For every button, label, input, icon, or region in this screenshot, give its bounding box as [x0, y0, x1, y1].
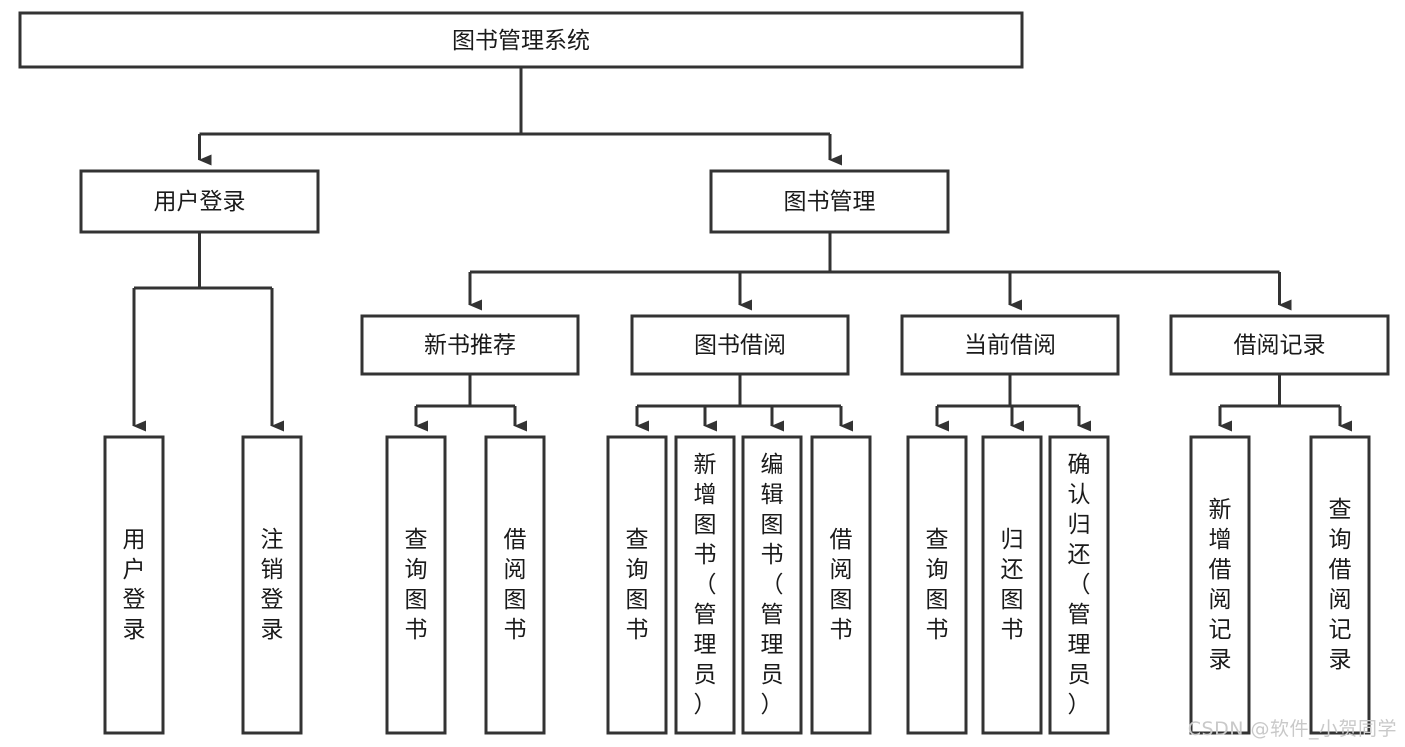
node-borrow-record-label: 借阅记录: [1234, 333, 1326, 359]
connector-layer: [132, 67, 1352, 432]
node-book-management-box[interactable]: [709, 169, 950, 234]
leaf-node[interactable]: 注销登录: [241, 435, 303, 735]
leaf-node-box[interactable]: [1189, 435, 1251, 735]
leaf-node-label: 借阅图书: [830, 527, 853, 643]
leaf-node[interactable]: 归还图书: [981, 435, 1043, 735]
leaf-node-label: 新增借阅记录: [1209, 497, 1232, 673]
leaf-node-box[interactable]: [741, 435, 803, 735]
node-user-login[interactable]: 用户登录: [79, 169, 320, 234]
node-book-borrow-label: 图书借阅: [694, 333, 786, 359]
leaf-node-label: 编辑图书（管理员）: [761, 452, 784, 718]
node-current-borrow-label: 当前借阅: [964, 333, 1056, 359]
node-book-borrow[interactable]: 图书借阅: [630, 314, 850, 376]
leaf-node-label: 借阅图书: [504, 527, 527, 643]
leaf-node[interactable]: 新增图书（管理员）: [674, 435, 736, 735]
leaf-node[interactable]: 查询图书: [606, 435, 668, 735]
leaf-node[interactable]: 新增借阅记录: [1189, 435, 1251, 735]
leaf-node-label: 查询借阅记录: [1329, 497, 1352, 673]
leaf-node-label: 确认归还（管理员）: [1068, 452, 1091, 718]
node-user-login-box[interactable]: [79, 169, 320, 234]
node-book-borrow-box[interactable]: [630, 314, 850, 376]
leaf-node-box[interactable]: [981, 435, 1043, 735]
leaf-node[interactable]: 查询借阅记录: [1309, 435, 1371, 735]
node-root[interactable]: 图书管理系统: [18, 11, 1024, 69]
leaf-node[interactable]: 查询图书: [906, 435, 968, 735]
leaf-node-label: 用户登录: [123, 527, 146, 643]
leaf-node[interactable]: 确认归还（管理员）: [1048, 435, 1110, 735]
leaf-node[interactable]: 借阅图书: [484, 435, 546, 735]
leaf-node-box[interactable]: [1048, 435, 1110, 735]
node-new-book-recommend[interactable]: 新书推荐: [360, 314, 580, 376]
node-book-management[interactable]: 图书管理: [709, 169, 950, 234]
node-new-book-recommend-box[interactable]: [360, 314, 580, 376]
node-current-borrow-box[interactable]: [900, 314, 1120, 376]
leaf-node-box[interactable]: [484, 435, 546, 735]
leaf-node-label: 查询图书: [405, 527, 428, 643]
leaf-node[interactable]: 用户登录: [103, 435, 165, 735]
node-root-label: 图书管理系统: [452, 28, 590, 54]
node-borrow-record-box[interactable]: [1169, 314, 1390, 376]
leaf-node-label: 查询图书: [926, 527, 949, 643]
leaf-node-box[interactable]: [103, 435, 165, 735]
leaf-node-box[interactable]: [906, 435, 968, 735]
leaf-node-box[interactable]: [241, 435, 303, 735]
leaf-node-box[interactable]: [810, 435, 872, 735]
node-user-login-label: 用户登录: [154, 189, 246, 215]
leaf-node[interactable]: 查询图书: [385, 435, 447, 735]
leaf-node-box[interactable]: [1309, 435, 1371, 735]
csdn-watermark: CSDN @软件_小贺同学: [1187, 718, 1397, 740]
leaf-node-box[interactable]: [606, 435, 668, 735]
leaf-node-box[interactable]: [385, 435, 447, 735]
leaf-node[interactable]: 编辑图书（管理员）: [741, 435, 803, 735]
node-new-book-recommend-label: 新书推荐: [424, 333, 516, 359]
leaf-node-label: 注销登录: [261, 527, 284, 643]
node-borrow-record[interactable]: 借阅记录: [1169, 314, 1390, 376]
node-book-management-label: 图书管理: [784, 189, 876, 215]
node-root-box[interactable]: [18, 11, 1024, 69]
leaf-node-label: 新增图书（管理员）: [694, 452, 717, 718]
leaf-node-label: 查询图书: [626, 527, 649, 643]
leaf-node[interactable]: 借阅图书: [810, 435, 872, 735]
leaf-node-label: 归还图书: [1001, 527, 1024, 643]
node-current-borrow[interactable]: 当前借阅: [900, 314, 1120, 376]
leaf-node-layer: 用户登录 注销登录 查询图书 借阅图书 查询图书 新增图书（管理员） 编辑图书（管理员） 借阅…: [103, 435, 1371, 735]
leaf-node-box[interactable]: [674, 435, 736, 735]
